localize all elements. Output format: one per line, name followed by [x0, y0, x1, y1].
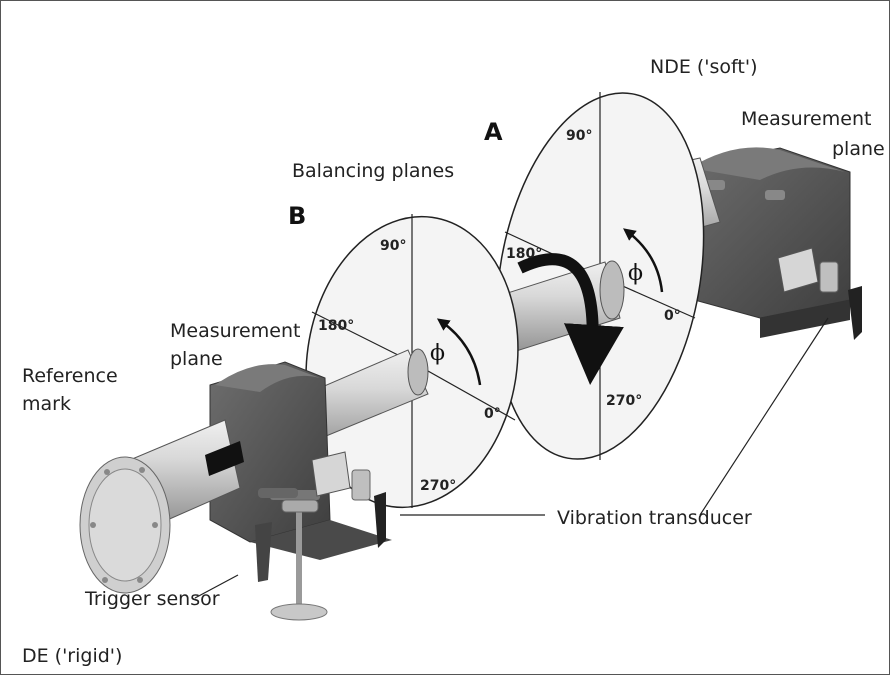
leader-line-nde-transducer: [699, 317, 829, 516]
measurement-plane-left-line1: Measurement: [170, 320, 300, 342]
de-vibration-transducer: [311, 451, 386, 548]
disc-a-deg-0: 0°: [664, 308, 681, 324]
de-shaft-extension: [79, 419, 241, 594]
phase-arc-b: [436, 318, 482, 386]
reference-mark-line2: mark: [22, 393, 71, 415]
trigger-sensor-label: Trigger sensor: [84, 588, 220, 610]
disc-a-phi: ϕ: [628, 261, 643, 286]
disc-b-deg-0: 0°: [484, 406, 501, 422]
phase-arc-a: [623, 228, 664, 293]
vibration-transducer-label: Vibration transducer: [557, 507, 752, 529]
nde-vibration-transducer: [777, 247, 862, 340]
balancing-planes-label: Balancing planes: [292, 160, 454, 182]
measurement-plane-right-line2: plane: [832, 138, 885, 160]
disc-a-deg-90: 90°: [566, 128, 592, 144]
plane-b-label: B: [288, 202, 306, 230]
disc-b-deg-180: 180°: [318, 318, 354, 334]
rotation-arrow: [517, 253, 624, 385]
disc-b-phi: ϕ: [430, 341, 445, 366]
plane-a-label: A: [484, 118, 503, 146]
disc-b-deg-270: 270°: [420, 478, 456, 494]
measurement-plane-left-line2: plane: [170, 348, 223, 370]
trigger-sensor-stand: [255, 488, 328, 621]
de-label: DE ('rigid'): [22, 645, 122, 667]
measurement-plane-right-line1: Measurement: [741, 108, 871, 130]
nde-label: NDE ('soft'): [650, 56, 758, 78]
reference-mark-line1: Reference: [22, 365, 118, 387]
de-bearing-housing: [209, 361, 392, 560]
disc-a-deg-180: 180°: [506, 246, 542, 262]
disc-a-deg-270: 270°: [606, 393, 642, 409]
disc-b-deg-90: 90°: [380, 238, 406, 254]
leader-line-trigger: [194, 574, 239, 599]
reference-mark: [205, 441, 244, 476]
